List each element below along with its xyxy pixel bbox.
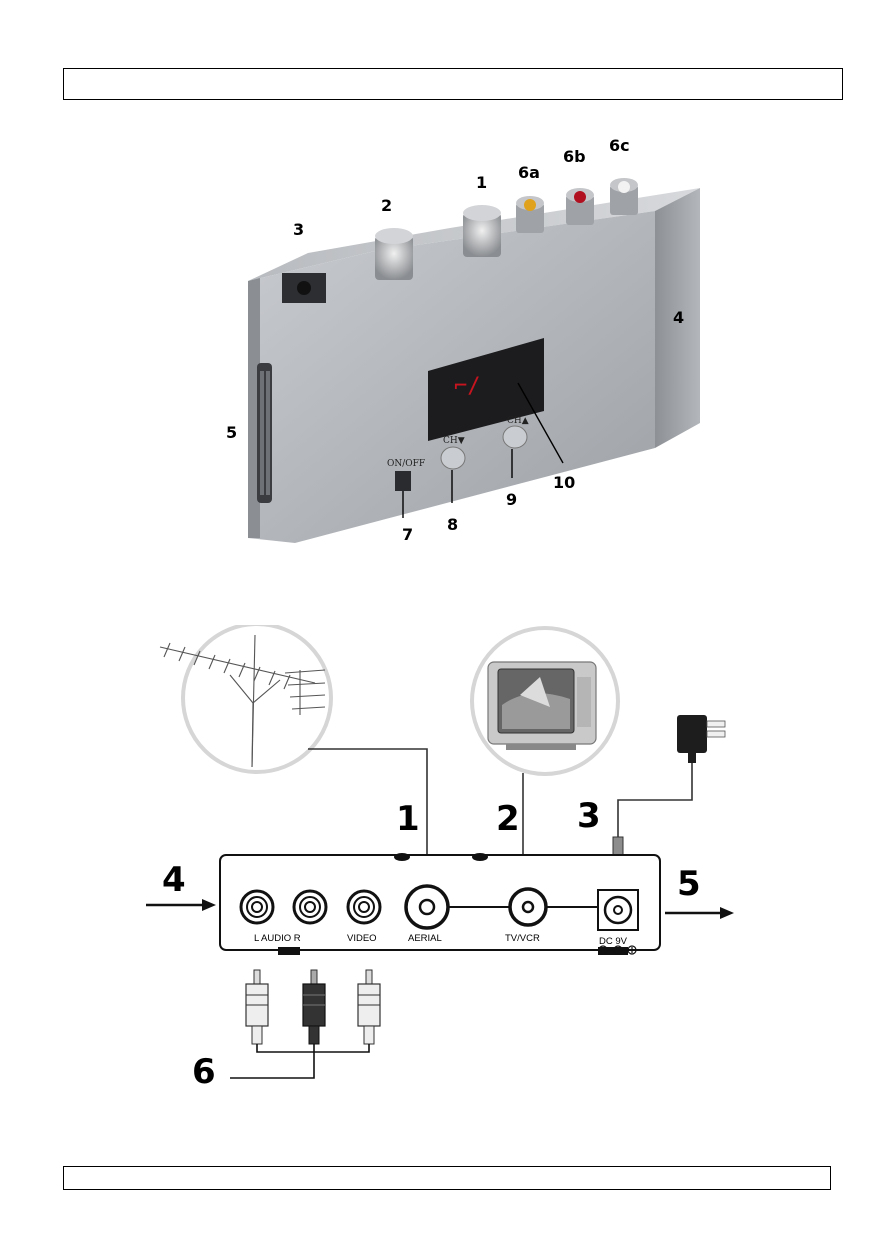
diagram-callout-2: 2: [496, 799, 520, 839]
diagram-callout-1: 1: [396, 799, 420, 839]
rca-plug-white-video: [358, 970, 380, 1044]
rca-jack-red: [566, 188, 594, 225]
footer-frame: [63, 1166, 831, 1190]
diagram-callout-6: 6: [192, 1052, 216, 1090]
rca-jack-white: [610, 178, 638, 215]
jack-dc: [598, 890, 638, 930]
jack-aerial: [406, 886, 448, 928]
power-adapter-icon: [677, 715, 725, 763]
arrow-in: [146, 899, 216, 911]
photo-callout-7: 7: [402, 525, 413, 544]
arrow-out: [665, 907, 734, 919]
label-video: VIDEO: [347, 933, 377, 944]
photo-callout-5: 5: [226, 423, 237, 442]
ch-up-label: CH▲: [507, 416, 529, 426]
onoff-switch[interactable]: [395, 471, 411, 491]
photo-callout-6a: 6a: [518, 163, 540, 182]
device-photo-svg: ⌐/ CH▼ CH▲ ON/OFF 3 2 1 6a 6b 6c 4 5 7 8…: [200, 133, 710, 548]
photo-callout-10: 10: [553, 473, 575, 492]
ch-down-label: CH▼: [443, 436, 465, 446]
led-digits: ⌐/: [454, 374, 481, 399]
rca-jack-yellow: [516, 196, 544, 233]
photo-callout-3: 3: [293, 220, 304, 239]
jack-tvvcr: [510, 889, 546, 925]
photo-callout-6c: 6c: [609, 136, 630, 155]
header-frame: [63, 68, 843, 100]
rca-cables: [230, 1044, 369, 1078]
ch-down-button[interactable]: [441, 447, 465, 469]
photo-callout-9: 9: [506, 490, 517, 509]
photo-callout-6b: 6b: [563, 147, 586, 166]
connection-diagram: 1 2 3 L AUDIO R VIDEO AERIAL TV/VCR DC 9…: [140, 625, 760, 1090]
jack-video: [348, 891, 380, 923]
photo-callout-8: 8: [447, 515, 458, 534]
tv-bubble: [472, 628, 618, 774]
photo-callout-4: 4: [673, 308, 684, 327]
connection-diagram-svg: 1 2 3 L AUDIO R VIDEO AERIAL TV/VCR DC 9…: [140, 625, 760, 1090]
device-photo: ⌐/ CH▼ CH▲ ON/OFF 3 2 1 6a 6b 6c 4 5 7 8…: [200, 133, 710, 548]
jack-audio-l: [241, 891, 273, 923]
antenna-bubble: [160, 625, 331, 772]
diagram-callout-5: 5: [677, 864, 701, 904]
label-audio: L AUDIO R: [254, 933, 301, 944]
diagram-callout-3: 3: [577, 796, 601, 836]
rca-plug-white: [246, 970, 268, 1044]
label-aerial: AERIAL: [408, 933, 442, 944]
label-tvvcr: TV/VCR: [505, 933, 540, 944]
rca-plug-black: [303, 970, 325, 1044]
jack-audio-r: [294, 891, 326, 923]
photo-callout-2: 2: [381, 196, 392, 215]
photo-callout-1: 1: [476, 173, 487, 192]
ch-up-button[interactable]: [503, 426, 527, 448]
label-dc: DC 9V: [599, 936, 628, 947]
diagram-callout-4: 4: [162, 860, 186, 900]
onoff-label: ON/OFF: [387, 459, 425, 469]
